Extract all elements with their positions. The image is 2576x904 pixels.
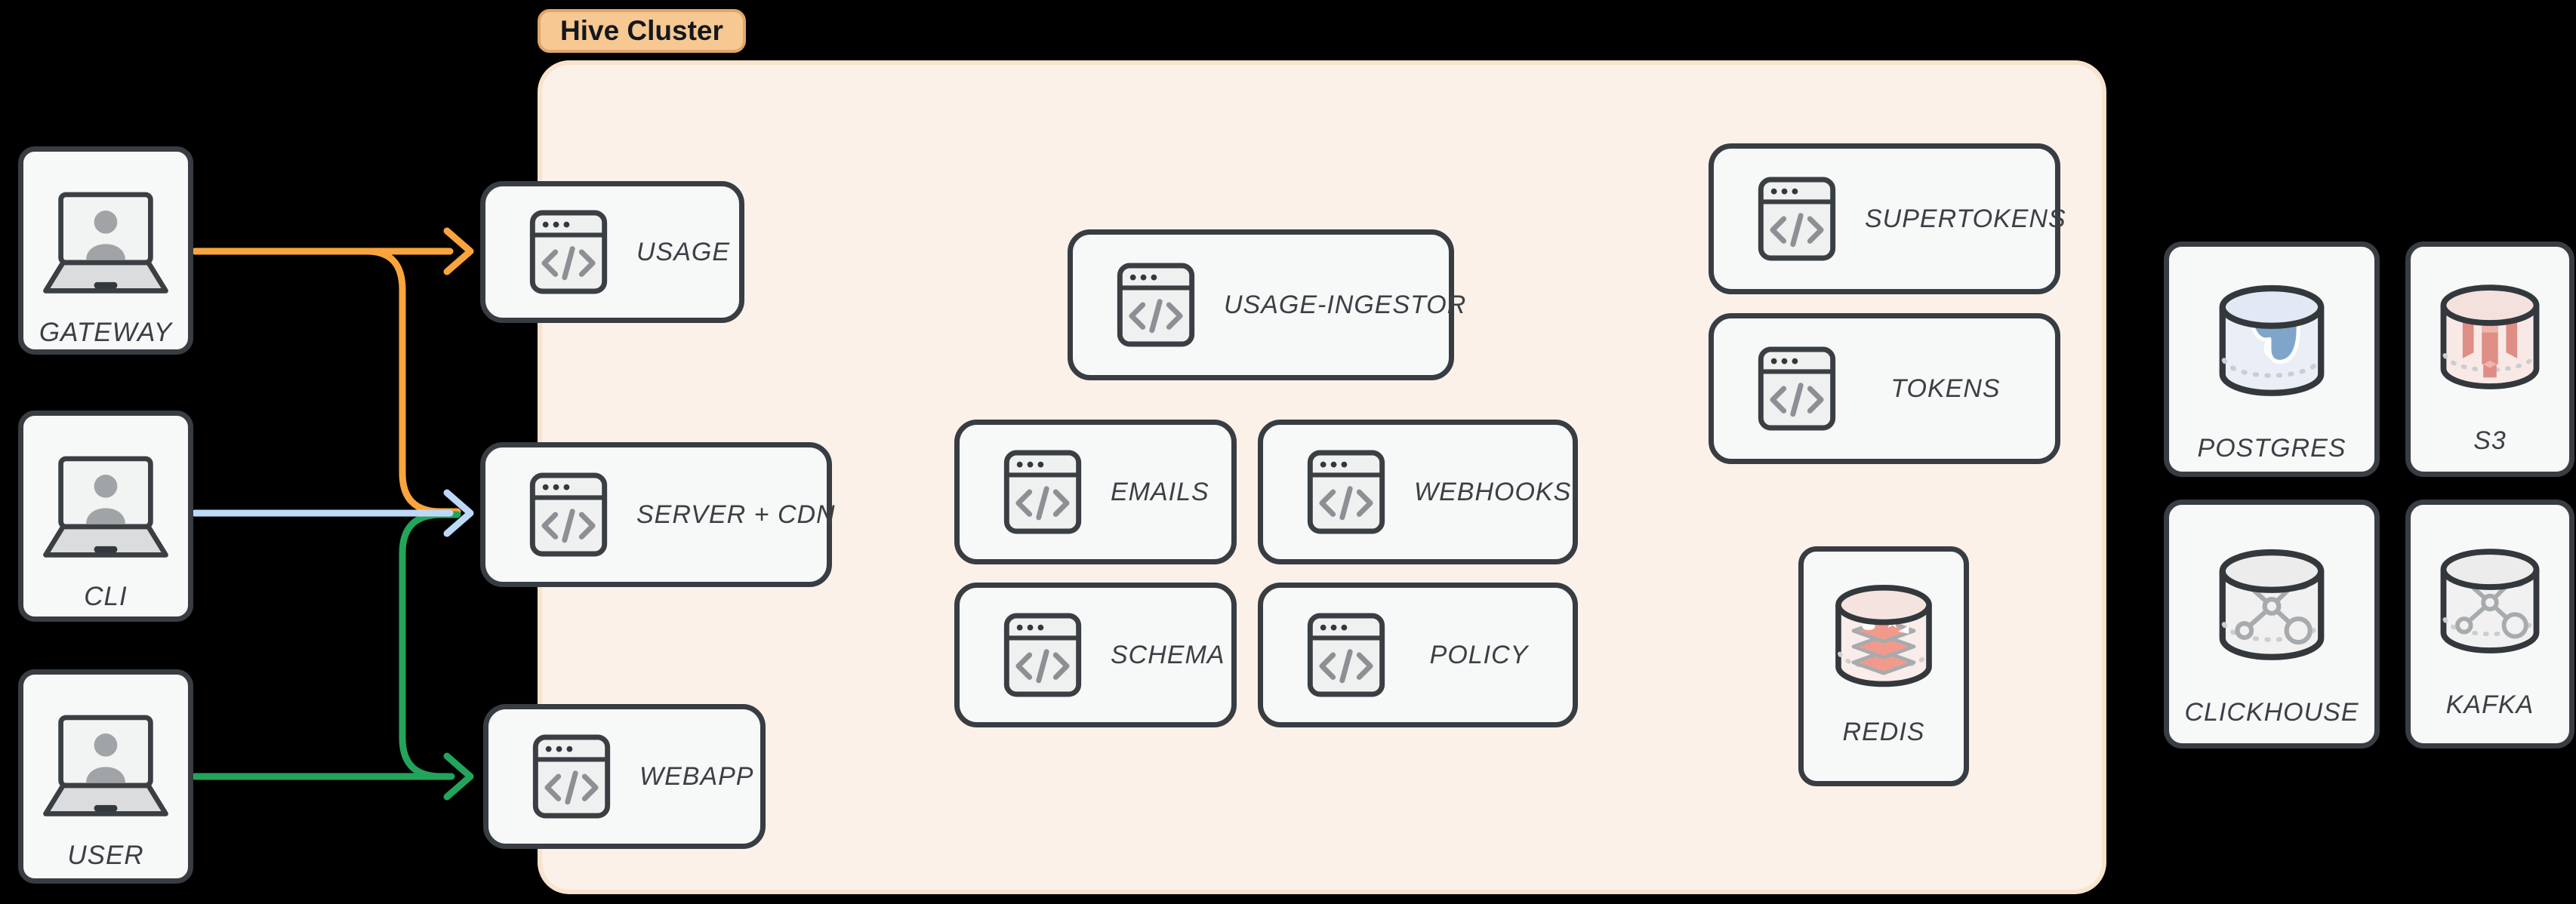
code-window-icon <box>1003 613 1082 697</box>
node-label: GATEWAY <box>39 318 173 347</box>
node-label: EMAILS <box>1111 477 1209 506</box>
node-webhooks[interactable]: WEBHOOKS <box>1258 420 1578 564</box>
node-webapp[interactable]: WEBAPP <box>483 704 766 849</box>
node-gateway[interactable]: GATEWAY <box>18 146 193 355</box>
blue-arrowhead-icon <box>443 489 474 537</box>
node-tokens[interactable]: TOKENS <box>1709 313 2060 464</box>
node-cli[interactable]: CLI <box>18 410 193 622</box>
node-label: CLI <box>84 582 128 611</box>
node-usage-ingestor[interactable]: USAGE-INGESTOR <box>1068 229 1465 380</box>
node-label: SCHEMA <box>1111 640 1225 669</box>
node-supertokens[interactable]: SUPERTOKENS <box>1709 143 2066 294</box>
node-postgres[interactable]: POSTGRES <box>2164 241 2380 477</box>
node-redis[interactable]: REDIS <box>1798 546 1969 786</box>
node-label: USER <box>67 841 144 870</box>
code-window-icon <box>1758 346 1836 431</box>
node-schema[interactable]: SCHEMA <box>954 583 1237 727</box>
node-clickhouse[interactable]: CLICKHOUSE <box>2164 500 2380 749</box>
node-label: KAFKA <box>2445 690 2534 719</box>
node-label: WEBHOOKS <box>1414 477 1572 506</box>
node-label: USAGE <box>636 237 731 266</box>
code-window-icon <box>1117 263 1195 347</box>
laptop-user-icon <box>43 715 168 816</box>
code-window-icon <box>1307 450 1385 534</box>
user-to-servercdn-branch <box>399 511 461 780</box>
node-label: SERVER + CDN <box>636 500 836 529</box>
node-label: USAGE-INGESTOR <box>1224 290 1467 319</box>
laptop-user-icon <box>43 192 168 294</box>
node-label: WEBAPP <box>639 761 754 791</box>
hive-cluster-chip: Hive Cluster <box>538 9 746 53</box>
network-graph-database-icon <box>2219 549 2325 660</box>
node-server-cdn[interactable]: SERVER + CDN <box>480 442 835 587</box>
gateway-to-servercdn-branch <box>363 248 461 515</box>
orange-arrowhead-icon <box>443 227 474 275</box>
code-window-icon <box>1307 613 1385 697</box>
laptop-user-icon <box>43 456 168 558</box>
code-window-icon <box>1003 450 1082 534</box>
node-label: POSTGRES <box>2197 434 2346 463</box>
node-label: POLICY <box>1429 640 1529 669</box>
postgres-database-icon <box>2219 284 2325 396</box>
green-arrowhead-icon <box>443 752 474 801</box>
node-label: CLICKHOUSE <box>2184 698 2359 727</box>
node-emails[interactable]: EMAILS <box>954 420 1237 564</box>
node-label: S3 <box>2473 426 2507 455</box>
code-window-icon <box>529 210 608 294</box>
node-user[interactable]: USER <box>18 669 193 884</box>
s3-database-icon <box>2440 284 2540 389</box>
node-s3[interactable]: S3 <box>2405 241 2574 477</box>
node-label: SUPERTOKENS <box>1865 204 2066 233</box>
node-usage[interactable]: USAGE <box>480 181 744 323</box>
code-window-icon <box>1758 177 1836 261</box>
node-policy[interactable]: POLICY <box>1258 583 1578 727</box>
code-window-icon <box>529 472 608 557</box>
node-kafka[interactable]: KAFKA <box>2405 500 2574 749</box>
node-label: REDIS <box>1842 718 1925 746</box>
network-graph-database-icon <box>2440 549 2540 653</box>
hive-cluster-label: Hive Cluster <box>560 15 723 46</box>
redis-database-icon <box>1835 584 1932 687</box>
node-label: TOKENS <box>1890 374 2001 403</box>
code-window-icon <box>532 734 611 819</box>
